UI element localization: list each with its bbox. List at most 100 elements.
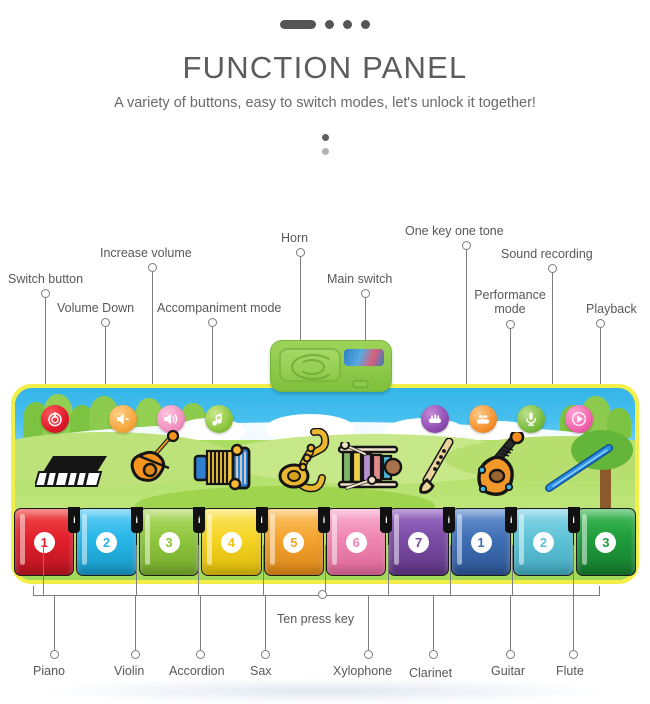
control-module[interactable]	[270, 340, 392, 392]
callout-leader	[152, 271, 153, 399]
callout-label: One key one tone	[405, 224, 504, 238]
key-number: 2	[96, 531, 118, 553]
accordion-illustration	[193, 443, 251, 491]
key-highlight	[456, 514, 462, 565]
page-indicator-dot-2[interactable]	[343, 20, 352, 29]
bottom-rail	[33, 595, 600, 596]
callout-leader	[300, 256, 301, 368]
piano-keys[interactable]: 1 i 2 i 3 i 4 i 5 i 6 i 7	[14, 507, 637, 576]
callout-leader	[212, 326, 213, 398]
bottom-leader-stub	[388, 545, 389, 595]
page-subtitle: A variety of buttons, easy to switch mod…	[114, 95, 536, 111]
callout-leader	[510, 328, 511, 400]
power-icon	[48, 412, 62, 427]
key-4[interactable]: 4 i	[201, 507, 268, 576]
callout-knob	[261, 650, 270, 659]
black-key-2[interactable]: i	[130, 507, 143, 533]
key-number: 7	[408, 531, 430, 553]
one-key-one-tone-button[interactable]	[421, 405, 449, 433]
black-key-9[interactable]: i	[567, 507, 580, 533]
callout-label: Sound recording	[501, 247, 593, 261]
callout-knob	[318, 590, 327, 599]
scroll-hint-dots	[0, 134, 650, 155]
key-2[interactable]: 2 i	[76, 507, 143, 576]
callout-label: Performance mode	[474, 288, 546, 316]
label-xylophone: Xylophone	[333, 664, 393, 678]
key-1[interactable]: 1 i	[14, 507, 81, 576]
callout-label: Main switch	[327, 272, 393, 286]
bottom-leader-stub	[43, 545, 44, 595]
black-key-4[interactable]: i	[255, 507, 268, 533]
key-10[interactable]: 3	[575, 508, 637, 576]
volume-down-button[interactable]	[109, 405, 137, 433]
callout-knob	[196, 650, 205, 659]
callout-label: Ten press key	[277, 612, 355, 626]
power-button[interactable]	[41, 405, 69, 433]
main-switch-pad[interactable]	[352, 380, 369, 388]
bottom-leader-stub	[198, 545, 199, 595]
page-title: FUNCTION PANEL	[182, 50, 468, 85]
scroll-dot-dark	[321, 134, 329, 141]
key-3[interactable]: 3 i	[138, 507, 206, 576]
bottom-leader-stub	[136, 545, 137, 595]
black-key-1[interactable]: i	[68, 507, 81, 533]
black-key-6[interactable]: i	[380, 507, 393, 533]
key-number: 1	[33, 531, 55, 553]
key-6[interactable]: 6 i	[326, 507, 393, 576]
bottom-leader-stub	[263, 545, 264, 595]
callout-label: Accompaniment mode	[157, 301, 282, 315]
piano-illustration	[35, 456, 107, 487]
swirl-decoration-icon	[291, 354, 335, 380]
key-number: 5	[283, 531, 305, 553]
key-9[interactable]: 2 i	[513, 507, 580, 576]
callout-leader	[365, 297, 366, 382]
page-indicator-active[interactable]	[280, 20, 316, 29]
key-7[interactable]: 7 i	[388, 507, 455, 576]
key-number: 6	[345, 531, 367, 553]
scroll-dot-light	[321, 148, 329, 155]
volume-up-button[interactable]	[157, 405, 185, 433]
swirl-decoration-inner-icon	[299, 359, 325, 375]
callout-knob	[131, 650, 140, 659]
callout-leader	[466, 249, 467, 400]
music-note-icon	[212, 413, 222, 426]
callout-label: Horn	[281, 231, 309, 245]
violin-illustration	[130, 430, 180, 482]
callout-leader	[600, 327, 601, 400]
accompaniment-mode-button[interactable]	[205, 405, 233, 433]
key-highlight	[519, 514, 525, 565]
key-number: 3	[158, 531, 180, 553]
black-key-3[interactable]: i	[193, 507, 206, 533]
microphone-icon	[525, 412, 537, 426]
callout-label: Increase volume	[100, 246, 192, 260]
label-flute: Flute	[556, 664, 584, 678]
key-5[interactable]: 5 i	[263, 507, 331, 576]
black-key-7[interactable]: i	[442, 507, 455, 533]
performance-icon	[477, 415, 489, 424]
flute-illustration	[545, 444, 613, 492]
black-key-5[interactable]: i	[318, 507, 331, 533]
label-clarinet: Clarinet	[409, 666, 453, 680]
page-indicator-dot-1[interactable]	[325, 20, 334, 29]
label-accordion: Accordion	[169, 664, 225, 678]
label-leader	[265, 595, 266, 652]
label-leader	[135, 595, 136, 652]
callout-label: Volume Down	[57, 301, 135, 315]
callout-leader	[105, 326, 106, 398]
key-number: 4	[220, 531, 242, 553]
speaker-grille-icon	[279, 348, 341, 382]
label-leader	[368, 595, 369, 652]
playback-button[interactable]	[565, 405, 593, 433]
callout-leader	[552, 272, 553, 400]
callout-knob	[50, 650, 59, 659]
key-8[interactable]: 1 i	[450, 507, 518, 576]
page-indicator[interactable]	[0, 20, 650, 29]
performance-mode-button[interactable]	[469, 405, 497, 433]
sound-recording-button[interactable]	[517, 405, 545, 433]
label-piano: Piano	[33, 664, 65, 678]
callout-knob	[506, 650, 515, 659]
one-key-icon	[429, 414, 441, 423]
black-key-8[interactable]: i	[505, 507, 518, 533]
page-indicator-dot-3[interactable]	[361, 20, 370, 29]
